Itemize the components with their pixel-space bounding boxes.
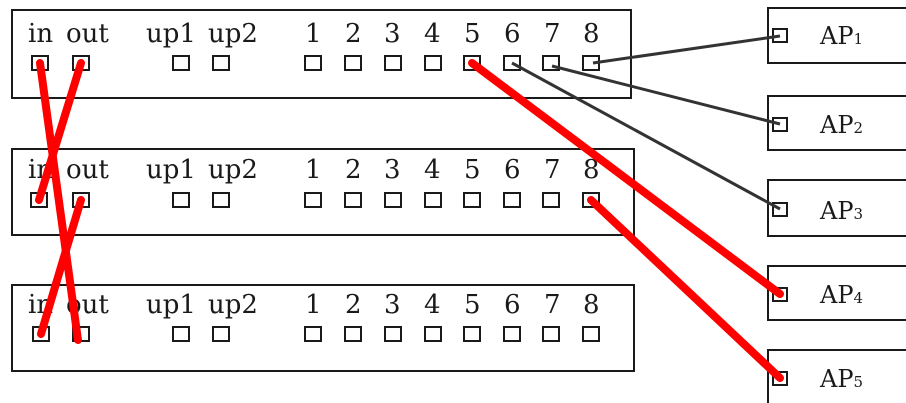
port-label-4: 4 bbox=[424, 290, 441, 320]
hub-3: in out up1 up2 1 2 3 4 5 6 7 8 bbox=[28, 290, 600, 342]
port-label-8: 8 bbox=[583, 155, 600, 185]
port-6[interactable] bbox=[503, 326, 521, 342]
ap-5-label: AP5 bbox=[819, 365, 863, 393]
port-label-4: 4 bbox=[424, 155, 441, 185]
port-1[interactable] bbox=[304, 192, 322, 208]
port-label-8: 8 bbox=[583, 290, 600, 320]
cascade-h1out-h2in bbox=[35, 59, 85, 204]
ap-1-box bbox=[767, 7, 906, 64]
cable-port8-ap1 bbox=[592, 34, 781, 65]
port-4[interactable] bbox=[424, 192, 442, 208]
ap-2-prefix: AP bbox=[819, 111, 853, 139]
port-label-3: 3 bbox=[384, 155, 401, 185]
ap-3-prefix: AP bbox=[819, 197, 853, 225]
port-7[interactable] bbox=[542, 192, 560, 208]
port-label-3: 3 bbox=[384, 290, 401, 320]
port-2[interactable] bbox=[344, 55, 362, 71]
port-3[interactable] bbox=[384, 55, 402, 71]
port-label-up2: up2 bbox=[208, 19, 258, 49]
port-up2[interactable] bbox=[212, 192, 230, 208]
ap-2-label: AP2 bbox=[819, 111, 863, 139]
port-label-6: 6 bbox=[504, 155, 521, 185]
port-3[interactable] bbox=[384, 192, 402, 208]
ap-4-index: 4 bbox=[853, 289, 863, 307]
ap-3-box bbox=[767, 179, 906, 237]
ap-4-box bbox=[767, 265, 906, 321]
port-label-out: out bbox=[66, 19, 109, 49]
port-5[interactable] bbox=[463, 326, 481, 342]
ap-3-label: AP3 bbox=[819, 197, 863, 225]
cascade-h1in-h2in bbox=[36, 59, 82, 344]
port-label-1: 1 bbox=[305, 19, 322, 49]
port-label-up1: up1 bbox=[146, 290, 196, 320]
port-label-2: 2 bbox=[345, 19, 362, 49]
port-label-5: 5 bbox=[464, 290, 481, 320]
hub-2-box bbox=[11, 148, 635, 236]
port-label-7: 7 bbox=[544, 155, 561, 185]
cable-h2port8-ap5 bbox=[587, 196, 784, 382]
port-5[interactable] bbox=[463, 192, 481, 208]
port-label-up2: up2 bbox=[208, 290, 258, 320]
hub-1-box bbox=[11, 9, 632, 99]
hub-1: in out up1 up2 1 2 3 4 5 6 7 8 bbox=[28, 19, 600, 71]
access-points: AP1 AP2 AP3 AP4 AP5 bbox=[767, 7, 906, 403]
port-label-4: 4 bbox=[424, 19, 441, 49]
port-label-2: 2 bbox=[345, 290, 362, 320]
ap-5-prefix: AP bbox=[819, 365, 853, 393]
port-up2[interactable] bbox=[212, 326, 230, 342]
ap-1-prefix: AP bbox=[819, 22, 853, 50]
port-4[interactable] bbox=[424, 55, 442, 71]
port-2[interactable] bbox=[344, 192, 362, 208]
ap-5-index: 5 bbox=[853, 373, 863, 391]
port-label-1: 1 bbox=[305, 290, 322, 320]
ap-1-index: 1 bbox=[853, 30, 863, 48]
port-label-6: 6 bbox=[504, 290, 521, 320]
cascade-cables bbox=[35, 59, 784, 382]
ap-3-index: 3 bbox=[853, 205, 863, 223]
port-label-3: 3 bbox=[384, 19, 401, 49]
port-label-up2: up2 bbox=[208, 155, 258, 185]
port-6[interactable] bbox=[503, 192, 521, 208]
port-7[interactable] bbox=[542, 326, 560, 342]
port-label-out: out bbox=[66, 155, 109, 185]
ap-2-port[interactable] bbox=[772, 117, 788, 132]
ap-4-label: AP4 bbox=[819, 281, 863, 309]
ap-2-index: 2 bbox=[853, 119, 863, 137]
cable-port7-ap2 bbox=[551, 64, 781, 126]
cascade-h2out-h3in bbox=[37, 196, 85, 338]
port-1[interactable] bbox=[304, 55, 322, 71]
port-label-5: 5 bbox=[464, 155, 481, 185]
port-1[interactable] bbox=[304, 326, 322, 342]
port-up1[interactable] bbox=[172, 192, 190, 208]
port-2[interactable] bbox=[344, 326, 362, 342]
port-label-in: in bbox=[28, 19, 53, 49]
port-label-2: 2 bbox=[345, 155, 362, 185]
cable-port5-ap4 bbox=[468, 59, 784, 298]
ap-4-prefix: AP bbox=[819, 281, 853, 309]
cable-port6-ap3 bbox=[511, 61, 781, 211]
port-up1[interactable] bbox=[172, 55, 190, 71]
port-label-7: 7 bbox=[544, 19, 561, 49]
ap-1-label: AP1 bbox=[819, 22, 863, 50]
port-3[interactable] bbox=[384, 326, 402, 342]
port-up2[interactable] bbox=[212, 55, 230, 71]
hub-3-box bbox=[11, 284, 635, 372]
ap-5-box bbox=[767, 349, 906, 403]
port-up1[interactable] bbox=[172, 326, 190, 342]
dark-cables bbox=[511, 34, 781, 211]
ap-2-box bbox=[767, 95, 906, 151]
port-label-6: 6 bbox=[504, 19, 521, 49]
port-label-1: 1 bbox=[305, 155, 322, 185]
port-4[interactable] bbox=[424, 326, 442, 342]
port-label-up1: up1 bbox=[146, 155, 196, 185]
port-8[interactable] bbox=[582, 326, 600, 342]
port-label-8: 8 bbox=[583, 19, 600, 49]
port-label-5: 5 bbox=[464, 19, 481, 49]
hubs-layer bbox=[11, 9, 635, 372]
hub-2: in out up1 up2 1 2 3 4 5 6 7 8 bbox=[28, 155, 600, 208]
port-label-up1: up1 bbox=[146, 19, 196, 49]
port-label-7: 7 bbox=[544, 290, 561, 320]
